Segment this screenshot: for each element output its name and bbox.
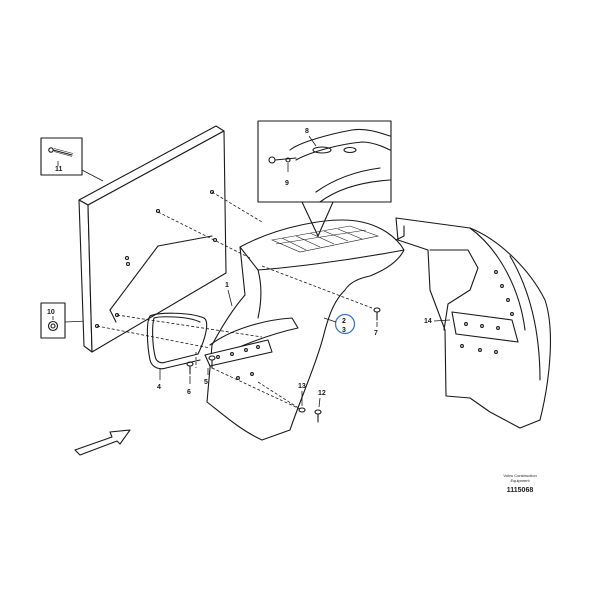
callout-7: 7 xyxy=(374,330,378,337)
highlight-circle xyxy=(334,313,356,335)
callout-1: 1 xyxy=(225,282,229,289)
forward-arrow-icon xyxy=(74,429,131,456)
drawing-code: 1115068 xyxy=(507,487,534,494)
detail-box-11: 11 xyxy=(40,137,104,182)
detail-box-8-9: 9 8 xyxy=(257,120,392,237)
callout-14: 14 xyxy=(424,318,432,325)
callout-8: 8 xyxy=(305,128,309,135)
callouts-main: 1 2 3 4 5 6 7 12 13 14 xyxy=(157,282,451,408)
detail-box-10: 10 xyxy=(40,302,89,339)
panel-plate xyxy=(78,125,227,353)
drawing-footer: Volvo Construction Equipment 1115068 xyxy=(503,473,536,494)
fender-right xyxy=(395,217,551,429)
fasteners xyxy=(186,307,381,423)
callout-4: 4 xyxy=(157,384,161,391)
assembly-lines xyxy=(96,191,373,410)
callout-6: 6 xyxy=(187,389,191,396)
handle-part xyxy=(146,312,208,370)
brand-line-1: Volvo Construction xyxy=(503,473,536,478)
callout-11: 11 xyxy=(55,166,63,173)
fender-main xyxy=(204,219,405,441)
callout-10: 10 xyxy=(47,309,55,316)
callout-9: 9 xyxy=(285,180,289,187)
callout-13: 13 xyxy=(298,383,306,390)
callout-12: 12 xyxy=(318,390,326,397)
brand-line-2: Equipment xyxy=(510,478,530,483)
callout-5: 5 xyxy=(204,379,208,386)
callout-3: 3 xyxy=(342,327,346,334)
callout-2: 2 xyxy=(342,318,346,325)
